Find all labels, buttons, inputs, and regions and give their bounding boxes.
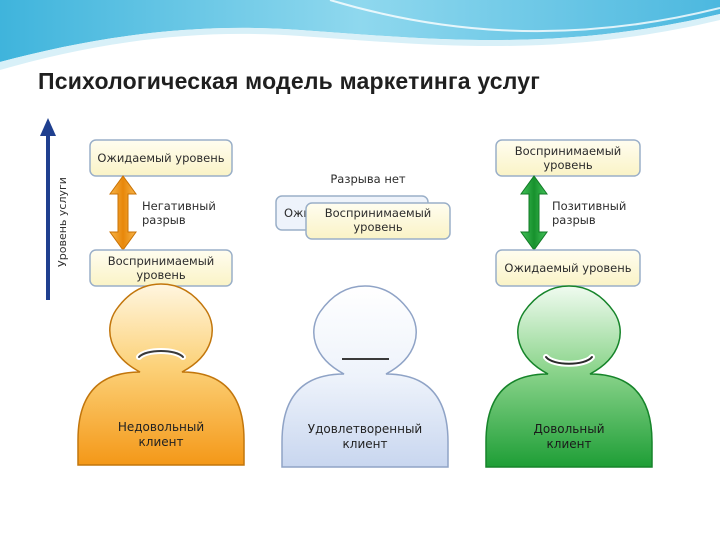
client-label-line2: клиент (343, 437, 388, 451)
header-banner (0, 0, 720, 70)
positive-gap-arrow (520, 175, 548, 251)
column-satisfied: Разрыва нет Ожидаемый уровень Воспринима… (275, 172, 451, 468)
positive-gap-label-line2: разрыв (552, 213, 596, 227)
client-label-line1: Недовольный (118, 420, 204, 434)
client-label-line2: клиент (139, 435, 184, 449)
perceived-level-label-line2: уровень (136, 268, 186, 282)
axis-label: Уровень услуги (56, 177, 69, 267)
client-label-line1: Довольный (534, 422, 605, 436)
column-dissatisfied: Ожидаемый уровень Негативный разрыв Восп… (77, 139, 245, 466)
dissatisfied-client-figure (77, 283, 245, 466)
perceived-level-label-line2: уровень (543, 158, 593, 172)
perceived-level-box: Воспринимаемый уровень (89, 249, 233, 287)
perceived-level-label-line1: Воспринимаемый (515, 144, 622, 158)
perceived-level-label-line2: уровень (353, 220, 403, 234)
satisfied-client-figure (281, 285, 449, 468)
perceived-level-box: Воспринимаемый уровень (495, 139, 641, 177)
column-pleased: Воспринимаемый уровень Позитивный разрыв… (485, 139, 653, 468)
expected-level-box: Ожидаемый уровень (495, 249, 641, 287)
positive-gap-label-line1: Позитивный (552, 199, 626, 213)
perceived-level-box-front: Воспринимаемый уровень (305, 202, 451, 240)
expected-level-label: Ожидаемый уровень (97, 151, 224, 165)
perceived-level-label-line1: Воспринимаемый (108, 254, 215, 268)
no-gap-label: Разрыва нет (330, 172, 406, 186)
negative-gap-label-line1: Негативный (142, 199, 216, 213)
negative-gap-arrow (109, 175, 137, 251)
client-label-line1: Удовлетворенный (308, 422, 422, 436)
service-level-axis: Уровень услуги (40, 118, 69, 300)
expected-level-label: Ожидаемый уровень (504, 261, 631, 275)
slide-title: Психологическая модель маркетинга услуг (38, 68, 541, 94)
perceived-level-label-line1: Воспринимаемый (325, 206, 432, 220)
pleased-client-figure (485, 285, 653, 468)
client-label-line2: клиент (547, 437, 592, 451)
expected-level-box: Ожидаемый уровень (89, 139, 233, 177)
negative-gap-label-line2: разрыв (142, 213, 186, 227)
axis-arrowhead (40, 118, 56, 136)
